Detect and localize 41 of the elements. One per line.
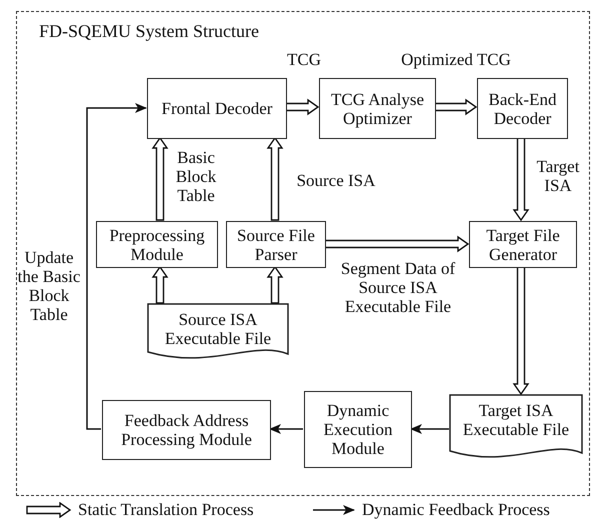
hollow-arrow	[324, 236, 470, 252]
system-boundary	[16, 11, 590, 496]
process-box	[226, 221, 326, 268]
process-box	[147, 78, 287, 139]
node-label: Source File Parser	[236, 226, 316, 264]
hollow-arrow	[266, 136, 284, 221]
group-label: FD-SQEMU System Structure	[39, 22, 259, 41]
hollow-arrow	[266, 266, 284, 304]
node-label: Frontal Decoder	[162, 99, 272, 118]
arrow	[410, 424, 449, 434]
node-label: Source ISA Executable File	[164, 310, 272, 348]
legend-label: Dynamic Feedback Process	[362, 500, 550, 519]
process-box	[102, 400, 271, 460]
node-label: Feedback Address Processing Module	[120, 411, 253, 449]
edge-label: TCG	[286, 50, 322, 69]
hollow-arrow	[152, 136, 168, 221]
hollow-arrow	[512, 266, 530, 396]
process-box	[304, 391, 412, 468]
hollow-arrow	[512, 137, 530, 222]
edge-label: Optimized TCG	[400, 50, 512, 69]
hollow-arrow	[152, 266, 168, 304]
legend-label: Static Translation Process	[78, 500, 254, 519]
node-label: Target File Generator	[485, 226, 561, 264]
process-box	[96, 221, 218, 268]
edge-label: Segment Data of Source ISA Executable File	[340, 259, 456, 316]
hollow-arrow	[434, 98, 478, 116]
node-label: TCG Analyse Optimizer	[330, 90, 426, 128]
node-label: Dynamic Execution Module	[322, 401, 394, 458]
process-box	[477, 78, 568, 139]
edge-label: Update the Basic Block Table	[16, 248, 82, 324]
node-label: Preprocessing Module	[108, 226, 206, 264]
hollow-arrow	[285, 98, 320, 116]
process-box	[319, 78, 436, 139]
edge-label: Target ISA	[536, 157, 580, 195]
edge-label: Basic Block Table	[174, 148, 218, 205]
node-label: Target ISA Executable File	[462, 401, 570, 439]
node-label: Back-End Decoder	[488, 90, 558, 128]
arrow	[269, 424, 303, 434]
process-box	[469, 221, 577, 268]
arrow	[86, 103, 147, 430]
edge-label: Source ISA	[296, 171, 376, 190]
